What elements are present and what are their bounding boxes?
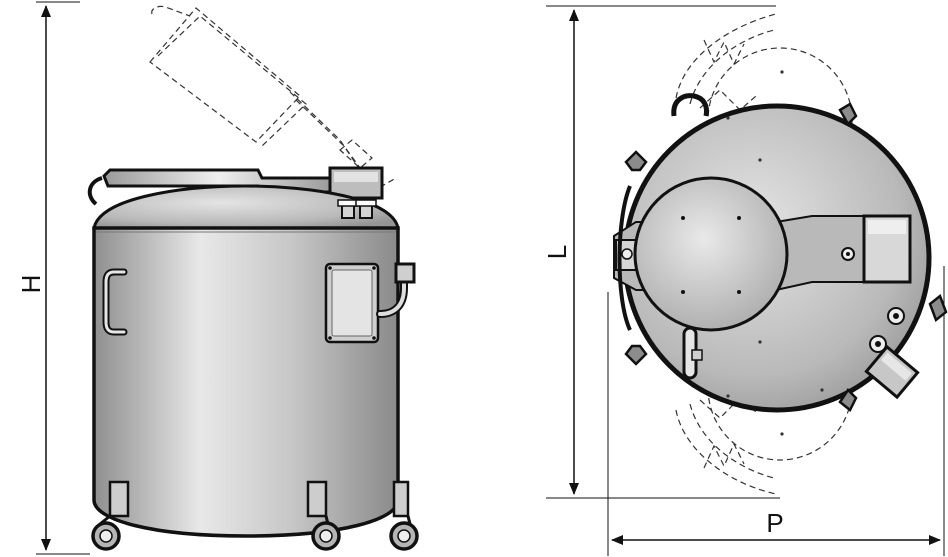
tank-top-dome [92, 184, 400, 230]
length-label: L [542, 245, 572, 259]
outlet-box [864, 344, 920, 400]
side-outlet-pipe [376, 262, 416, 318]
side-pipe-plan [682, 326, 703, 380]
top-fittings-plan [841, 247, 905, 353]
lid-dots [726, 70, 824, 436]
open-lid-outline [149, 5, 397, 187]
peripheral-knobs [624, 102, 948, 412]
side-view: H [16, 1, 419, 555]
top-handle-loop [671, 93, 709, 117]
caster-wheels [91, 480, 419, 551]
length-dimension: L [542, 5, 780, 499]
depth-dimension: P [607, 266, 945, 556]
left-curved-rail [617, 185, 632, 331]
top-view: L P [542, 5, 948, 556]
tank-body [92, 226, 400, 538]
height-label: H [16, 275, 46, 294]
depth-label: P [766, 508, 783, 538]
height-dimension: H [16, 1, 90, 555]
top-fittings [337, 199, 377, 219]
disc-bolts [681, 216, 741, 294]
access-plate [324, 262, 380, 344]
central-disc [633, 176, 789, 332]
